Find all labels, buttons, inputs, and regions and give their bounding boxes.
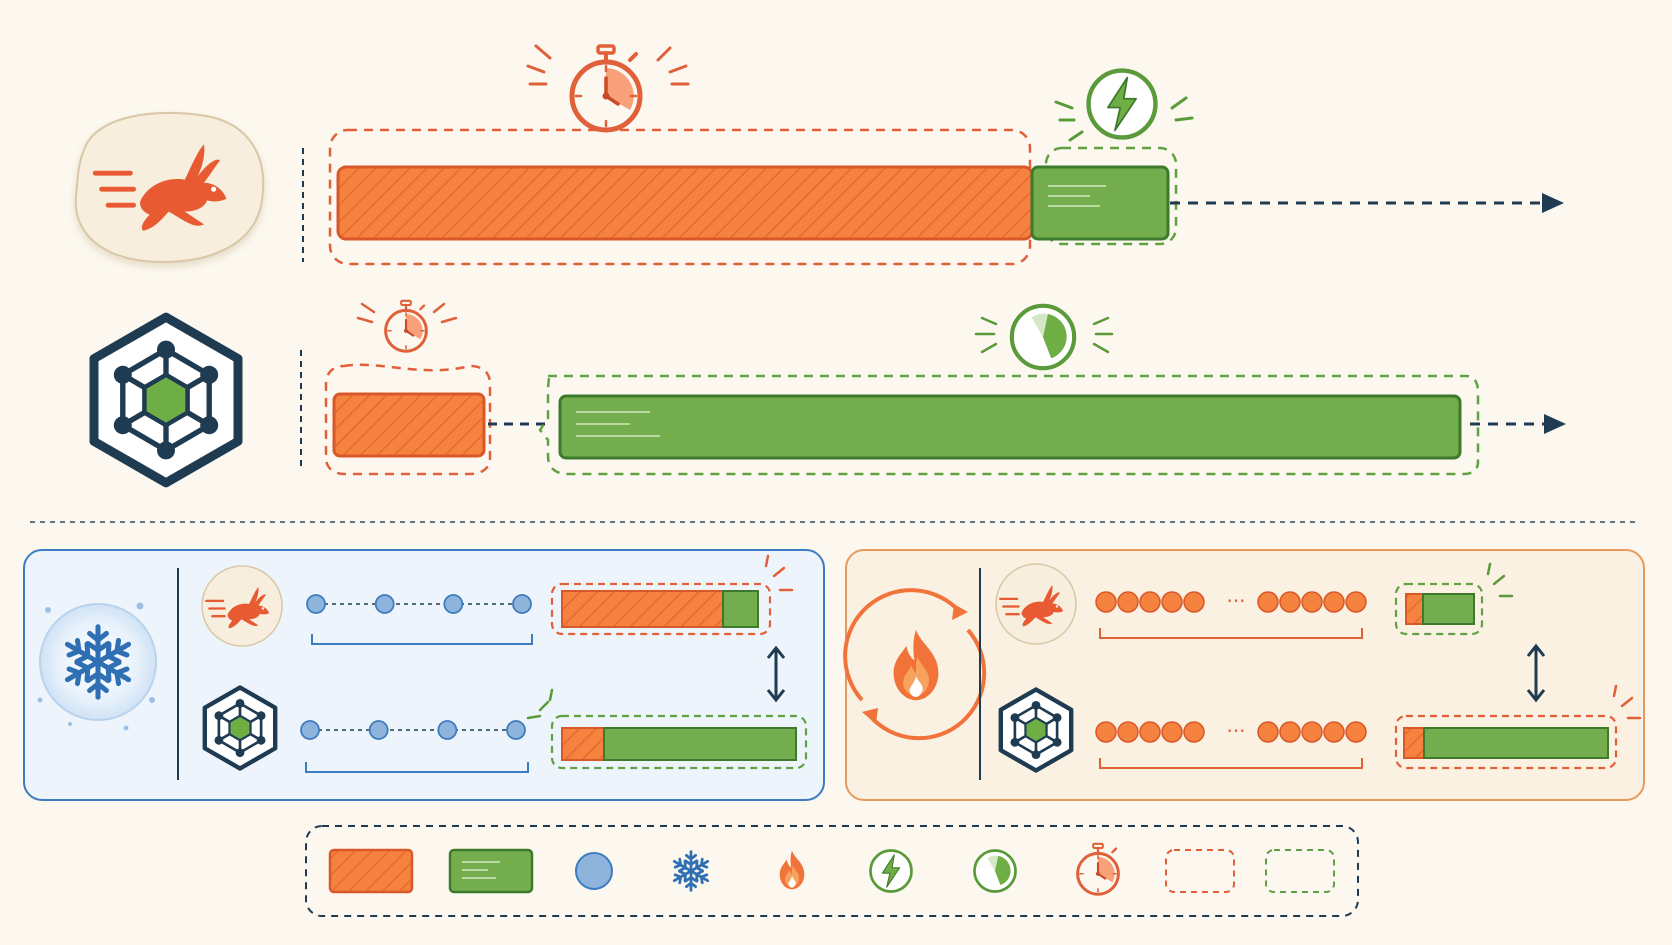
main-row-2 <box>94 299 1566 483</box>
cold-compare-arrow <box>766 645 786 703</box>
warm-row-2-orange-dashed-box <box>1394 714 1618 770</box>
step-dot <box>506 720 526 740</box>
step-dot <box>1095 721 1117 743</box>
row-2-orange-dashed-box <box>324 363 492 476</box>
pie-clock-icon <box>1012 306 1074 368</box>
warm-step-dots-2 <box>1095 721 1367 743</box>
orange-segment <box>1403 727 1425 759</box>
step-dot <box>368 720 389 740</box>
fire-cycle-badge <box>843 588 987 741</box>
warm-row-1-green-dashed-box <box>1394 582 1484 636</box>
step-dot <box>1323 721 1345 743</box>
orange-dashed-box-swatch <box>1165 849 1235 893</box>
step-dot <box>1257 591 1279 613</box>
step-dot <box>1301 591 1323 613</box>
cold-row-hex <box>205 688 808 773</box>
cold-row-1-orange-dashed-box <box>550 582 772 636</box>
orange-segment <box>561 590 724 628</box>
cold-panel <box>23 549 825 801</box>
green-segment <box>1423 727 1609 759</box>
pie-clock-icon <box>973 849 1017 893</box>
green-segment <box>1422 593 1475 625</box>
warm-step-dots-1 <box>1095 591 1367 613</box>
step-dot <box>1301 721 1323 743</box>
step-dot <box>1345 721 1367 743</box>
cold-row-2-green-dashed-box <box>550 714 808 770</box>
row-2-green-dashed-box <box>538 374 1480 476</box>
ellipsis-text: ··· <box>1226 719 1245 743</box>
snowflake-icon <box>672 852 711 891</box>
green-segment <box>722 590 759 628</box>
green-segment <box>603 727 797 761</box>
row-2-green-bar <box>558 394 1462 460</box>
hex-network-icon <box>1001 690 1071 771</box>
step-dot <box>1183 591 1205 613</box>
orange-segment <box>1405 593 1424 625</box>
step-dot <box>1161 721 1183 743</box>
green-bar-swatch <box>448 848 534 894</box>
step-dot <box>300 720 320 740</box>
cold-row-rabbit <box>201 554 794 647</box>
step-dot <box>1279 721 1301 743</box>
row-1-green-dashed-box <box>1044 146 1178 246</box>
stopwatch-icon <box>1076 842 1120 896</box>
orange-segment <box>561 727 605 761</box>
step-dot <box>1323 591 1345 613</box>
stopwatch-burst-1 <box>526 46 690 130</box>
row-2-orange-bar <box>332 392 486 458</box>
cold-step-dots-1 <box>306 594 532 614</box>
step-dot <box>443 594 464 614</box>
row-1-orange-bar <box>336 165 1034 241</box>
lightning-burst-1 <box>1054 71 1194 142</box>
pie-clock-burst <box>974 306 1114 368</box>
step-dot <box>1095 591 1117 613</box>
hex-network-icon <box>94 317 238 483</box>
warm-row-rabbit: ··· <box>995 562 1514 645</box>
step-dot <box>1257 721 1279 743</box>
step-dot <box>512 594 532 614</box>
step-dot <box>374 594 395 614</box>
warm-panel: ··· ··· <box>843 549 1645 801</box>
step-dot <box>1117 721 1139 743</box>
row-2-green-bar-lines <box>576 411 660 437</box>
lightning-icon <box>1089 71 1156 138</box>
ellipsis-text: ··· <box>1226 589 1245 613</box>
step-dot <box>1183 721 1205 743</box>
step-dot <box>1139 591 1161 613</box>
orange-bar-swatch <box>328 848 414 894</box>
rabbit-badge <box>74 111 265 264</box>
blue-dot-swatch <box>575 852 613 890</box>
row-2-arrow <box>1470 414 1566 434</box>
row-1-green-bar <box>1030 165 1170 241</box>
warm-compare-arrow <box>1526 643 1546 703</box>
stopwatch-icon <box>384 299 428 353</box>
row-1-green-bar-lines <box>1048 185 1106 207</box>
green-dashed-box-swatch <box>1265 849 1335 893</box>
lightning-icon <box>869 849 913 893</box>
row-1-arrow <box>1170 193 1564 213</box>
stopwatch-burst-2 <box>356 299 458 353</box>
step-dot <box>1279 591 1301 613</box>
step-dot <box>306 594 326 614</box>
step-dot <box>1345 591 1367 613</box>
step-dot <box>1161 591 1183 613</box>
snowflake-badge <box>37 602 157 731</box>
warm-row-hex: ··· <box>1001 684 1642 771</box>
stopwatch-icon <box>572 46 640 130</box>
legend <box>305 825 1359 917</box>
main-row-1 <box>74 46 1564 266</box>
step-dot <box>437 720 458 740</box>
hex-network-icon <box>205 688 275 769</box>
step-dot <box>1117 591 1139 613</box>
flame-icon <box>779 850 805 890</box>
step-dot <box>1139 721 1161 743</box>
cold-step-dots-2 <box>300 720 526 740</box>
